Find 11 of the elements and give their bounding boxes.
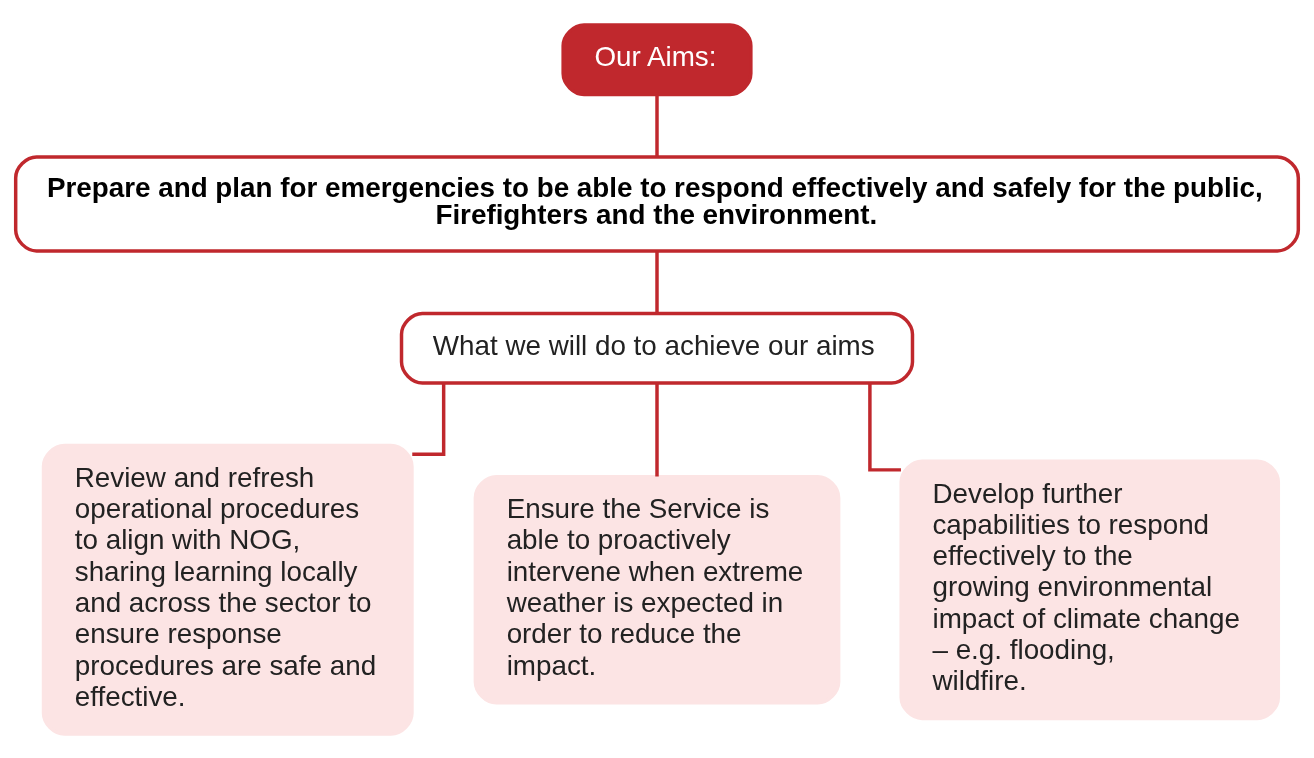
- node-box: Ensure the Service is able to proactively intervene when extreme weather is expected in order to reduce the impact.: [473, 474, 841, 704]
- connector: [868, 382, 901, 472]
- connector: [655, 382, 659, 476]
- node-box: Review and refresh operational procedures to align with NOG, sharing learning locally and across the sector to ensure response procedures are safe and effective.: [41, 443, 414, 736]
- connector: [412, 383, 446, 456]
- connector: [655, 94, 659, 157]
- connector: [655, 250, 659, 313]
- node-box: Our Aims:: [561, 22, 753, 96]
- node-box: What we will do to achieve our aims: [399, 311, 915, 385]
- node-box: Develop further capabilities to respond effectively to the growing environmental impact of climate change – e.g. flooding, wildfire.: [899, 458, 1281, 720]
- node-box: Prepare and plan for emergencies to be able to respond effectively and safely for the public, Firefighters and the environment.: [13, 154, 1301, 253]
